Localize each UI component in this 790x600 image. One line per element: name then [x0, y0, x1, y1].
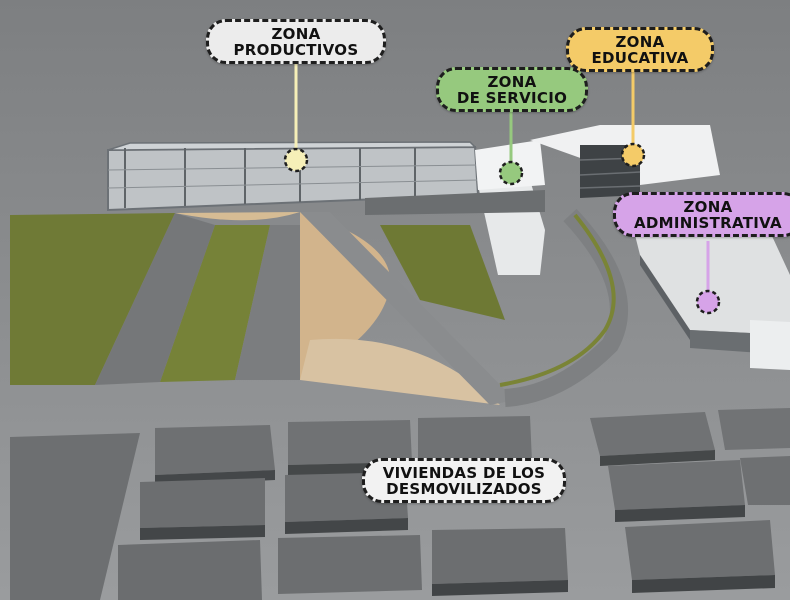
paved-path: [235, 225, 300, 380]
zone-label-line1: ZONA: [271, 25, 321, 43]
marker-productivos: [283, 147, 309, 173]
zone-label-administrativa: ZONA ADMINISTRATIVA: [613, 192, 790, 237]
housing-blocks: [118, 408, 790, 600]
housing-label-line1: VIVIENDAS DE LOS: [382, 464, 546, 482]
zone-label-line1: ZONA: [683, 198, 733, 216]
zone-label-line2: DE SERVICIO: [456, 89, 568, 107]
zone-label-line2: ADMINISTRATIVA: [634, 214, 782, 232]
housing-label-line2: DESMOVILIZADOS: [386, 480, 542, 498]
administrativa-building: [630, 210, 790, 370]
zone-label-productivos: ZONA PRODUCTIVOS: [206, 19, 386, 64]
marker-administrativa: [695, 289, 721, 315]
marker-educativa: [620, 142, 646, 168]
tan-plaza: [300, 338, 500, 405]
diagonal-walkway: [300, 212, 515, 405]
zone-label-educativa: ZONA EDUCATIVA: [566, 27, 714, 72]
zone-label-line2: PRODUCTIVOS: [233, 41, 359, 59]
green-field: [380, 225, 505, 320]
green-field: [160, 225, 270, 382]
housing-label: VIVIENDAS DE LOS DESMOVILIZADOS: [362, 458, 566, 503]
paved-path: [95, 213, 215, 385]
zone-markers: [283, 62, 721, 315]
zone-label-line1: ZONA: [615, 33, 665, 51]
zone-label-line2: EDUCATIVA: [591, 49, 689, 67]
zone-label-line1: ZONA: [487, 73, 537, 91]
marker-servicio: [498, 160, 524, 186]
planted-edge: [499, 213, 616, 387]
tan-plaza: [175, 212, 300, 221]
zone-label-servicio: ZONA DE SERVICIO: [436, 67, 588, 112]
front-road: [10, 433, 140, 600]
green-field: [10, 213, 175, 385]
